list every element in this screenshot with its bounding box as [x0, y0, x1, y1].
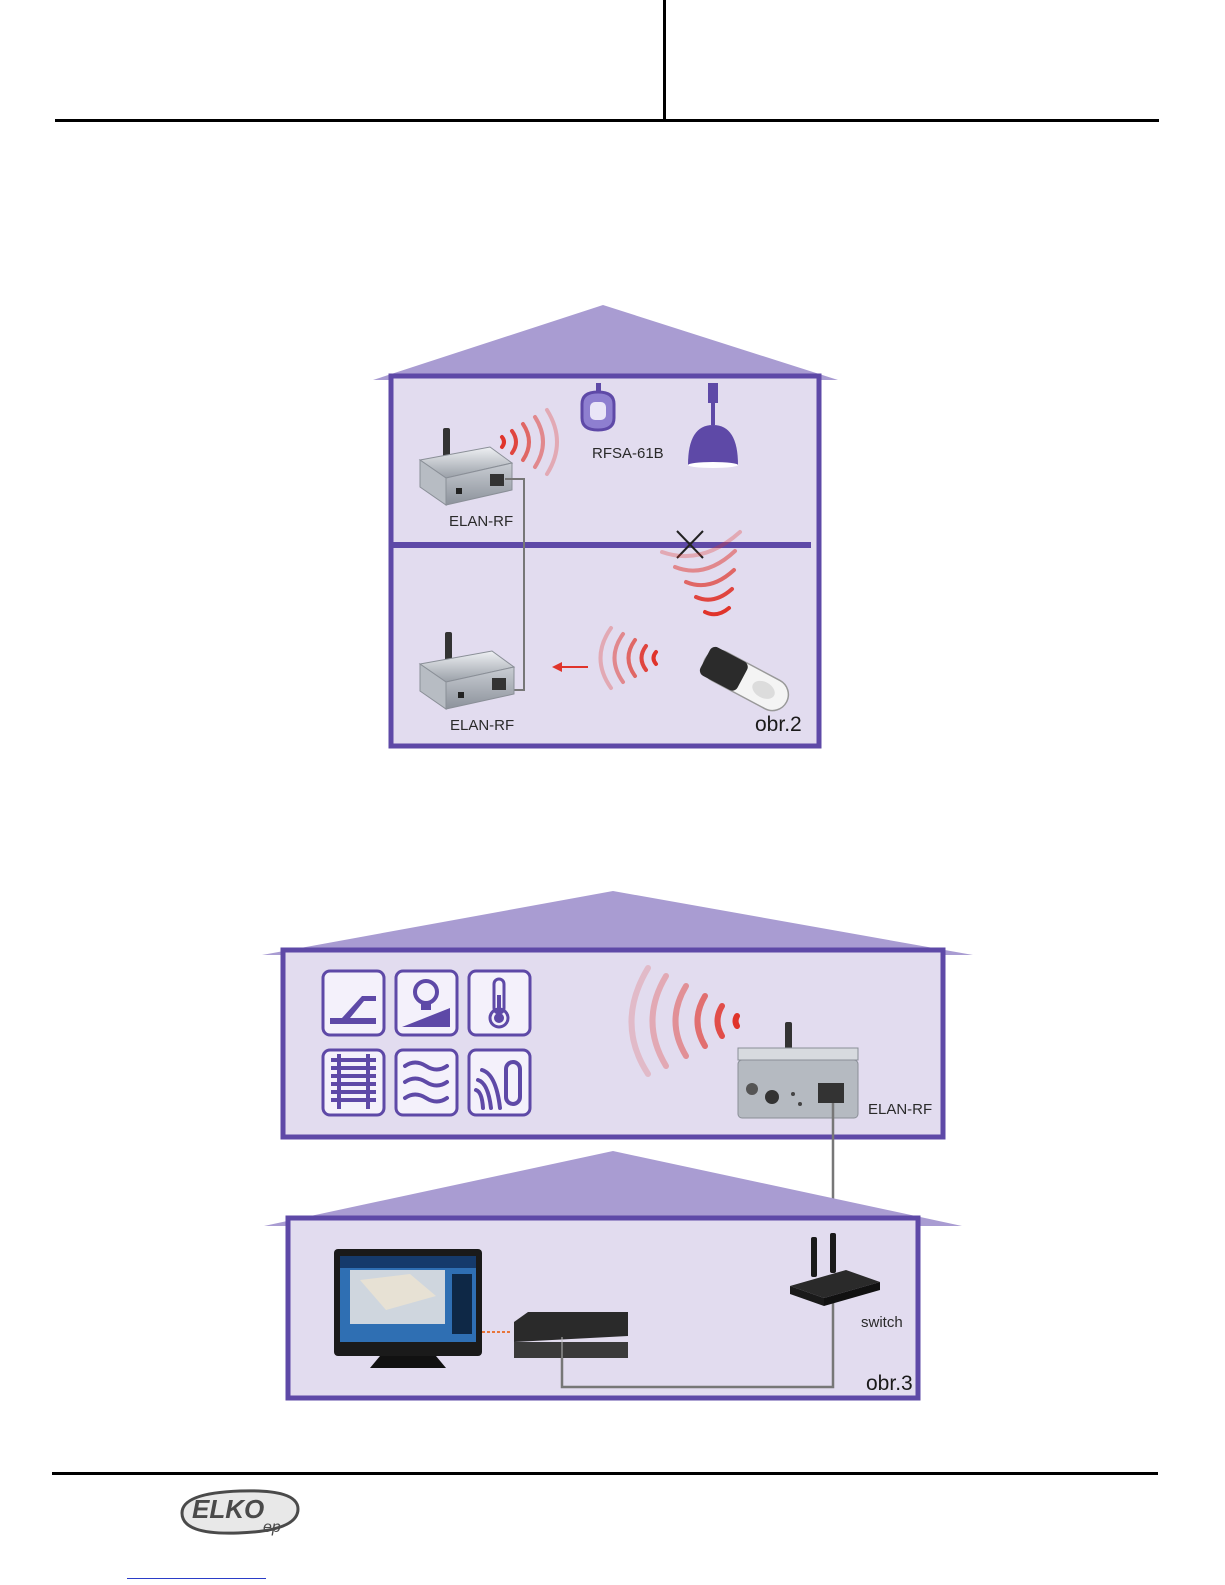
brand-logo: ELKO ep: [178, 1485, 303, 1540]
switch-icon: [323, 971, 384, 1035]
logo-sub: ep: [263, 1519, 281, 1536]
device-lower-label: ELAN-RF: [450, 717, 514, 734]
footer-rule: [52, 1472, 1158, 1475]
actuator-label: RFSA-61B: [592, 445, 664, 462]
tv-monitor: [334, 1249, 482, 1368]
roof: [373, 305, 838, 380]
roof-upper: [262, 891, 973, 955]
switch-label: switch: [861, 1314, 903, 1331]
logo-text: ELKO: [192, 1494, 264, 1524]
figure2-caption: obr.2: [755, 713, 802, 736]
roof-lower: [264, 1151, 962, 1226]
footer-link[interactable]: [127, 1578, 266, 1579]
figure-obr3: ELAN-RF switch obr.3: [0, 860, 1225, 1420]
figure-obr2: RFSA-61B ELAN-RF ELAN-RF: [0, 0, 1225, 800]
media-box: [514, 1312, 628, 1358]
device-upper-label: ELAN-RF: [449, 513, 513, 530]
figure3-caption: obr.3: [866, 1372, 913, 1395]
floor-divider: [391, 542, 811, 548]
device-label: ELAN-RF: [868, 1101, 932, 1118]
